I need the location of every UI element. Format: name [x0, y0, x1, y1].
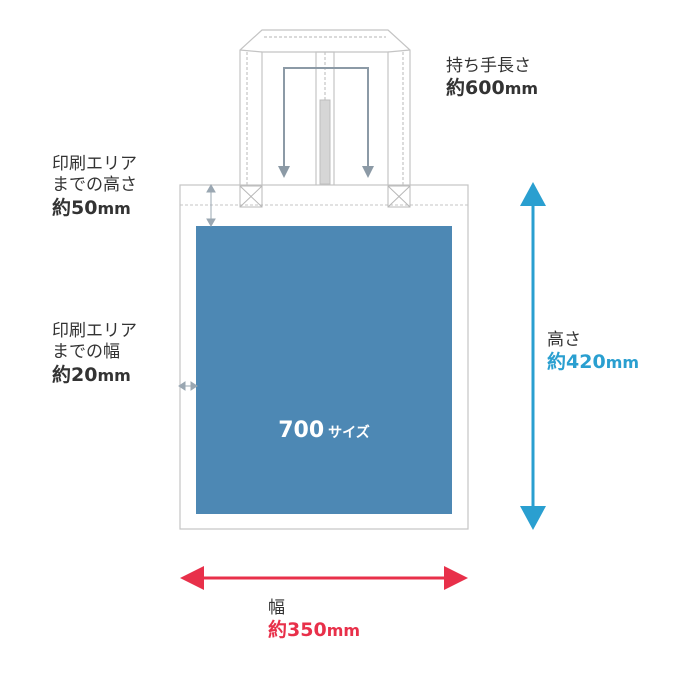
handle-length-label: 持ち手長さ 約600mm	[446, 56, 538, 101]
handle-length-guide	[283, 67, 369, 170]
print-height-title-2: までの高さ	[52, 175, 137, 196]
height-label: 高さ 約420mm	[547, 330, 639, 375]
print-height-title-1: 印刷エリア	[52, 154, 137, 174]
attach-cross-left-b	[239, 185, 263, 208]
height-arrow	[520, 182, 546, 530]
handle-length-value: 約600mm	[446, 77, 539, 100]
print-width-label: 印刷エリア までの幅 約20mm	[52, 321, 137, 387]
print-height-label: 印刷エリア までの高さ 約50mm	[52, 154, 137, 220]
handle-arrowhead-left	[278, 166, 290, 178]
handle-arrowhead-right	[362, 166, 374, 178]
height-value: 約420mm	[547, 351, 640, 374]
print-height-value: 約50mm	[52, 196, 131, 219]
print-width-indicator	[178, 381, 198, 391]
width-value: 約350mm	[268, 619, 361, 642]
handle-gap-indicator	[319, 99, 331, 185]
handle-outer	[239, 29, 411, 207]
height-title: 高さ	[547, 330, 581, 350]
print-area-number: 700	[278, 418, 325, 443]
attach-cross-right-b	[387, 185, 411, 208]
width-arrow	[180, 566, 468, 590]
handle-length-path	[283, 67, 369, 170]
width-label: 幅 約350mm	[268, 598, 360, 643]
handle-seam-top-right	[387, 49, 411, 53]
attach-box-left	[239, 185, 263, 208]
handle	[239, 29, 411, 207]
print-height-indicator	[206, 183, 216, 228]
width-title: 幅	[268, 598, 285, 618]
handle-seam-top-left	[239, 49, 263, 53]
print-area-suffix: サイズ	[328, 425, 370, 441]
print-width-title-2: までの幅	[52, 342, 120, 363]
handle-length-title: 持ち手長さ	[446, 56, 531, 76]
print-area	[196, 226, 452, 514]
handle-attachments	[239, 185, 411, 208]
attach-box-right	[387, 185, 411, 208]
print-width-title-1: 印刷エリア	[52, 321, 137, 341]
print-width-value: 約20mm	[52, 363, 131, 386]
